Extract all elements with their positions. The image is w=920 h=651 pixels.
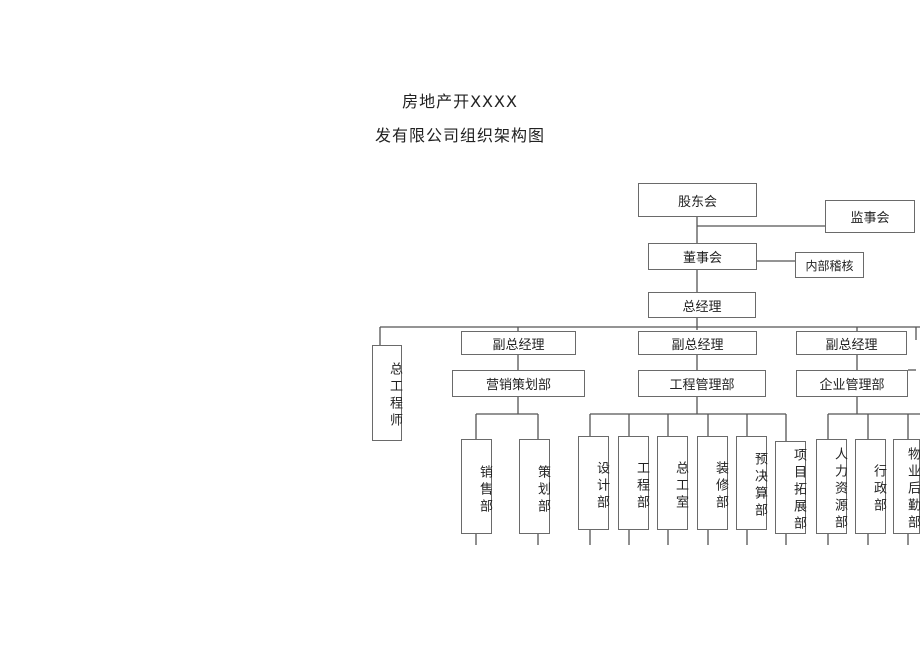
sub-admin-box: 行政部 [855,439,886,534]
vp-box-2: 副总经理 [638,331,757,355]
internal-audit-box: 内部稽核 [795,252,864,278]
enterprise-dept-box: 企业管理部 [796,370,908,397]
sub-hr-box: 人力资源部 [816,439,847,534]
sub-property-box: 物业后勤部 [893,439,920,534]
sub-decoration-box: 装修部 [697,436,728,530]
supervisors-box: 监事会 [825,200,915,233]
chart-title-line2: 发有限公司组织架构图 [374,126,545,145]
marketing-dept-box: 营销策划部 [452,370,585,397]
sub-sales-box: 销售部 [461,439,492,534]
chief-engineer-box: 总工程师 [372,345,402,441]
sub-design-box: 设计部 [578,436,609,530]
sub-budget-box: 预决算部 [736,436,767,530]
sub-chief-office-box: 总工室 [657,436,688,530]
vp-box-1: 副总经理 [461,331,576,355]
sub-engineering-box: 工程部 [618,436,649,530]
general-manager-box: 总经理 [648,292,756,318]
shareholders-box: 股东会 [638,183,757,217]
board-box: 董事会 [648,243,757,270]
chart-title-line1: 房地产开XXXX [402,92,518,111]
engineering-dept-box: 工程管理部 [638,370,766,397]
sub-project-dev-box: 项目拓展部 [775,441,806,534]
sub-planning-box: 策划部 [519,439,550,534]
vp-box-3: 副总经理 [796,331,907,355]
